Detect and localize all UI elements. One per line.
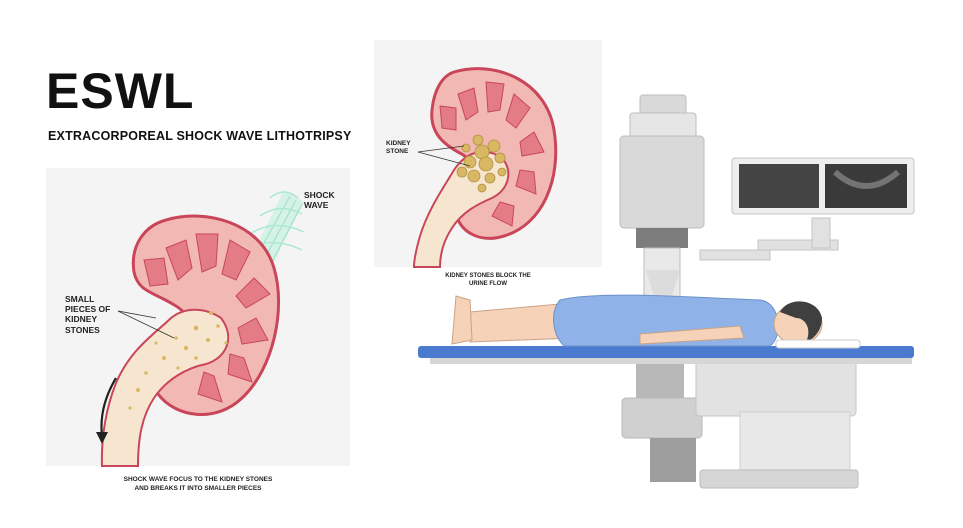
label-shock-wave: SHOCK WAVE (304, 190, 335, 210)
lithotripter-head (619, 135, 705, 229)
label-shock-wave-line2: WAVE (304, 200, 329, 211)
label-small-pieces: SMALL PIECES OF KIDNEY STONES (65, 294, 110, 335)
caption-shock-wave-line1: SHOCK WAVE FOCUS TO THE KIDNEY STONES (123, 476, 273, 483)
flow-arrow-head (96, 432, 108, 444)
treatment-table (418, 346, 914, 358)
page-title: ESWL (46, 63, 195, 119)
shock-wave-kidney-illustration (96, 190, 305, 467)
monitor-screen-left (739, 164, 819, 208)
kidney-stone-panel: KIDNEY STONE (374, 40, 602, 268)
patient-hair (780, 301, 822, 342)
flow-arrow-icon (100, 377, 117, 437)
label-pieces-line1: SMALL (65, 294, 95, 304)
lithotripter-neck (636, 228, 688, 248)
label-pieces-line2: PIECES OF (65, 304, 111, 315)
renal-pelvis (100, 308, 230, 467)
label-stone-line1: KIDNEY (386, 140, 411, 147)
kidney-pyramids (439, 81, 545, 227)
page-subtitle: EXTRACORPOREAL SHOCK WAVE LITHOTRIPSY (48, 129, 352, 143)
shock-wave-kidney-panel: SHOCK WAVE SMALL PIECES OF KIDNEY STONES (46, 168, 350, 467)
label-pieces-line3: KIDNEY (65, 314, 98, 325)
head-pillow (775, 339, 861, 349)
renal-pelvis (412, 150, 510, 268)
caption-shock-wave-line2: AND BREAKS IT INTO SMALLER PIECES (134, 484, 262, 492)
label-kidney-stone: KIDNEY STONE (386, 140, 411, 156)
kidney-stone-cluster (456, 134, 507, 193)
label-pieces-line4: STONES (65, 324, 100, 335)
label-shock-wave-line1: SHOCK (304, 190, 335, 200)
kidney-pyramids (143, 233, 271, 403)
stone-fragments (128, 311, 228, 410)
caption-stone-line1: KIDNEY STONES BLOCK THE (445, 273, 531, 279)
caption-shock-wave: SHOCK WAVE FOCUS TO THE KIDNEY STONES AN… (96, 476, 300, 494)
caption-stone-line2: URINE FLOW (469, 281, 507, 288)
caption-kidney-stone: KIDNEY STONES BLOCK THE URINE FLOW (430, 272, 546, 288)
kidney-stone-illustration (412, 67, 558, 268)
label-stone-line2: STONE (386, 147, 409, 155)
